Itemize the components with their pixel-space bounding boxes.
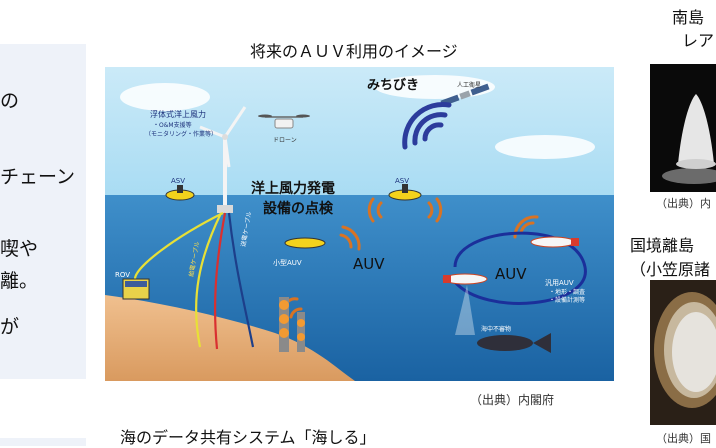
left-text-line-3: 喫や	[0, 238, 39, 260]
figure-title: 将来のＡＵＶ利用のイメージ	[250, 42, 458, 61]
left-text-line-4: 離。	[0, 270, 39, 292]
remote-island-aerial-photo	[650, 280, 716, 425]
auv-center-label: AUV	[353, 255, 385, 273]
cables	[133, 212, 255, 350]
right-source-2: （出典）国	[656, 432, 711, 445]
auv-loop	[453, 231, 587, 305]
seabed	[105, 295, 355, 381]
fish-silhouette-icon	[477, 333, 551, 353]
inspection-label-2: 設備の点検	[263, 200, 334, 217]
wind-label: 浮体式洋上風力	[150, 109, 206, 119]
right-title-1-line-1: 南島	[672, 8, 705, 27]
rov-label: ROV	[115, 271, 130, 279]
left-bottom-panel	[0, 438, 86, 446]
measurement-tower-icon	[279, 297, 305, 352]
figure-source: （出典）内閣府	[470, 393, 555, 407]
debris-label: 海中不審物	[481, 325, 511, 333]
signal-icon	[402, 102, 452, 150]
small-auv-icon	[284, 237, 326, 249]
wind-sub-1: ・O&M支援等	[153, 121, 192, 129]
asv-left-label: ASV	[171, 177, 185, 185]
drone-label: ドローン	[273, 137, 297, 144]
auv-illustration: 給電ケーブル 送電ケーブル 浮体式洋上風力 ・O&M支援等 （モニタリング・作業…	[105, 67, 614, 381]
right-title-1-line-2: レア	[682, 31, 715, 50]
general-auv-icon-1	[442, 273, 488, 285]
inspection-label-1: 洋上風力発電	[251, 180, 335, 197]
left-text-line-1: の	[0, 90, 20, 112]
rare-earth-sample-photo	[650, 64, 716, 192]
wind-turbine-icon	[199, 106, 247, 213]
light-beam	[455, 285, 475, 335]
asv-right-icon	[388, 184, 422, 201]
asv-right-label: ASV	[395, 177, 409, 185]
small-auv-label: 小型AUV	[273, 258, 302, 267]
left-text-line-2: チェーン	[0, 166, 76, 188]
asv-left-icon	[165, 185, 195, 201]
drone-icon	[258, 114, 310, 129]
section-title-umishiru: 海のデータ共有システム「海しる」	[120, 428, 376, 447]
michibiki-label: みちびき	[367, 78, 419, 93]
general-auv-label: 汎用AUV	[545, 278, 574, 287]
wind-sub-2: （モニタリング・作業等）	[145, 130, 217, 138]
rov-icon	[122, 278, 150, 300]
right-source-1: （出典）内	[656, 197, 711, 210]
satellite-label: 人工衛星	[457, 81, 481, 89]
right-title-2-line-1: 国境離島	[630, 236, 695, 255]
general-auv-icon-2	[530, 236, 579, 248]
left-text-panel: の チェーン 喫や 離。 が	[0, 44, 86, 379]
auv-right-label: AUV	[495, 265, 527, 283]
general-auv-sub-2: ・設備計測等	[549, 296, 585, 304]
general-auv-sub-1: ・地形・調査	[549, 288, 585, 296]
right-title-2-line-2: （小笠原諸	[630, 260, 711, 279]
left-text-line-5: が	[0, 316, 20, 338]
